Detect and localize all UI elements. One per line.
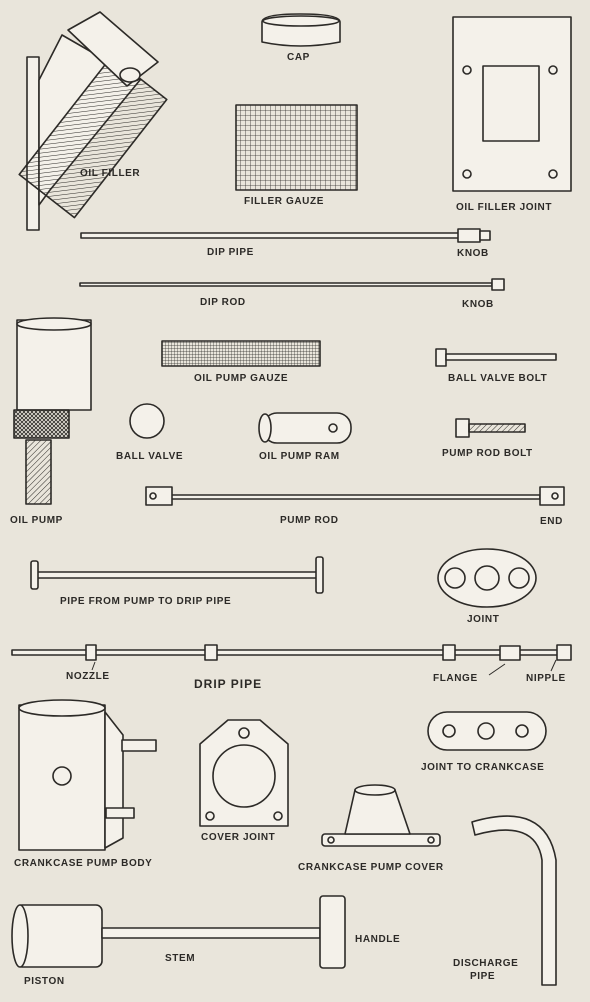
label-cover-joint: COVER JOINT — [201, 832, 276, 843]
label-pipe: PIPE — [470, 971, 496, 982]
label-discharge: DISCHARGE — [453, 958, 519, 969]
piston-stem-handle-part — [11, 895, 346, 969]
label-ball-valve-bolt: BALL VALVE BOLT — [448, 373, 548, 384]
label-knob-2: KNOB — [462, 299, 494, 310]
label-joint: JOINT — [467, 614, 500, 625]
label-nozzle: NOZZLE — [66, 671, 110, 682]
label-stem: STEM — [165, 953, 196, 964]
label-flange: FLANGE — [433, 673, 478, 684]
label-drip-pipe: DRIP PIPE — [194, 677, 263, 691]
label-pipe-from-pump: PIPE FROM PUMP TO DRIP PIPE — [60, 596, 232, 607]
crankcase-pump-body-part — [18, 699, 157, 851]
oil-pump-gauze-part — [161, 340, 321, 367]
ball-valve-bolt-part — [435, 348, 557, 367]
label-crankcase-pump-cover: CRANKCASE PUMP COVER — [298, 862, 444, 873]
oil-pump-ram-part — [258, 412, 352, 444]
label-pump-rod-bolt: PUMP ROD BOLT — [442, 448, 533, 459]
oil-filler-part — [18, 11, 168, 231]
cover-joint-part — [199, 719, 289, 827]
label-handle: HANDLE — [355, 934, 401, 945]
pipe-from-pump-part — [30, 556, 324, 594]
label-knob-1: KNOB — [457, 248, 489, 259]
label-oil-pump-gauze: OIL PUMP GAUZE — [194, 373, 289, 384]
joint-to-crankcase-part — [427, 711, 547, 751]
label-oil-filler-joint: OIL FILLER JOINT — [456, 202, 553, 213]
filler-gauze-part — [235, 104, 358, 191]
oil-filler-joint-part — [452, 16, 572, 192]
label-nipple: NIPPLE — [526, 673, 566, 684]
label-ball-valve: BALL VALVE — [116, 451, 184, 462]
label-dip-pipe-top: DIP PIPE — [207, 247, 254, 258]
label-oil-pump: OIL PUMP — [10, 515, 63, 526]
label-crankcase-pump-body: CRANKCASE PUMP BODY — [14, 858, 153, 869]
label-filler-gauze: FILLER GAUZE — [244, 196, 324, 207]
cap-part — [261, 13, 341, 47]
dip-pipe-part — [80, 228, 491, 243]
crankcase-pump-cover-part — [321, 784, 441, 847]
label-pump-rod: PUMP ROD — [280, 515, 339, 526]
dip-rod-part — [79, 278, 505, 291]
label-oil-filler: OIL FILLER — [80, 168, 141, 179]
ball-valve-part — [129, 403, 165, 439]
label-end: END — [540, 516, 563, 527]
discharge-pipe-part — [471, 815, 557, 986]
label-joint-to-crankcase: JOINT TO CRANKCASE — [421, 762, 545, 773]
drip-pipe-part — [11, 644, 572, 661]
label-dip-rod: DIP ROD — [200, 297, 246, 308]
pump-rod-part — [145, 486, 565, 506]
label-cap: CAP — [287, 52, 310, 63]
oil-pump-part — [13, 317, 92, 505]
label-piston: PISTON — [24, 976, 65, 987]
label-oil-pump-ram: OIL PUMP RAM — [259, 451, 340, 462]
pump-rod-bolt-part — [455, 418, 526, 438]
joint-part — [437, 548, 537, 608]
